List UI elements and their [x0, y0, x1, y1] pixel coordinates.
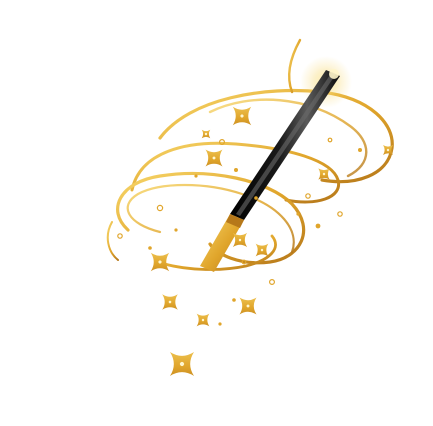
sparkle-star [239, 297, 257, 315]
sparkle-dot [234, 168, 238, 172]
sparkle-dot [174, 228, 178, 232]
sparkle-star [205, 149, 223, 167]
swirl-left-wisp [106, 221, 119, 261]
sparkle-star [318, 168, 330, 180]
sparkle-dot [315, 223, 321, 229]
sparkle-star [150, 252, 170, 272]
wand-tip-shine [329, 69, 339, 79]
wand-gold-handle [200, 214, 244, 272]
swirl-middle-loop [130, 141, 341, 204]
swirl-top-arc [158, 88, 394, 184]
sparkle-dot [337, 211, 343, 217]
swirl-tip-wisp [288, 38, 302, 94]
sparkle-star [201, 129, 211, 139]
sparkle-star [232, 232, 248, 248]
sparkle-dot [232, 298, 236, 302]
sparkle-dot [269, 279, 276, 286]
sparkle-dot [148, 246, 152, 250]
sparkle-dot [219, 139, 226, 146]
sparkle-dot [194, 174, 198, 178]
swirl-outer-left [126, 183, 295, 254]
sparkle-dot [305, 193, 311, 199]
sparkle-dot [254, 196, 258, 200]
sparkles [150, 106, 393, 377]
sparkle-dot [296, 212, 300, 216]
wand-highlight [236, 72, 336, 216]
sparkle-star [162, 294, 178, 310]
sparkle-dot [327, 137, 333, 143]
sparkle-star [255, 243, 269, 257]
sparkle-star [383, 145, 393, 155]
sparkle-dot [358, 148, 362, 152]
sparkle-star [169, 351, 195, 377]
swirl-lower-hook [156, 234, 277, 271]
sparkle-dot [241, 259, 247, 265]
swirl-top-inner [208, 98, 368, 178]
sparkle-dot [117, 233, 123, 239]
wand-handle-band [226, 214, 244, 228]
sparkle-star [196, 313, 210, 327]
sparkle-dots [117, 137, 362, 326]
sparkle-dot [156, 204, 164, 212]
wand [200, 69, 340, 272]
sparkle-star [232, 106, 252, 126]
sparkle-dot [218, 322, 222, 326]
